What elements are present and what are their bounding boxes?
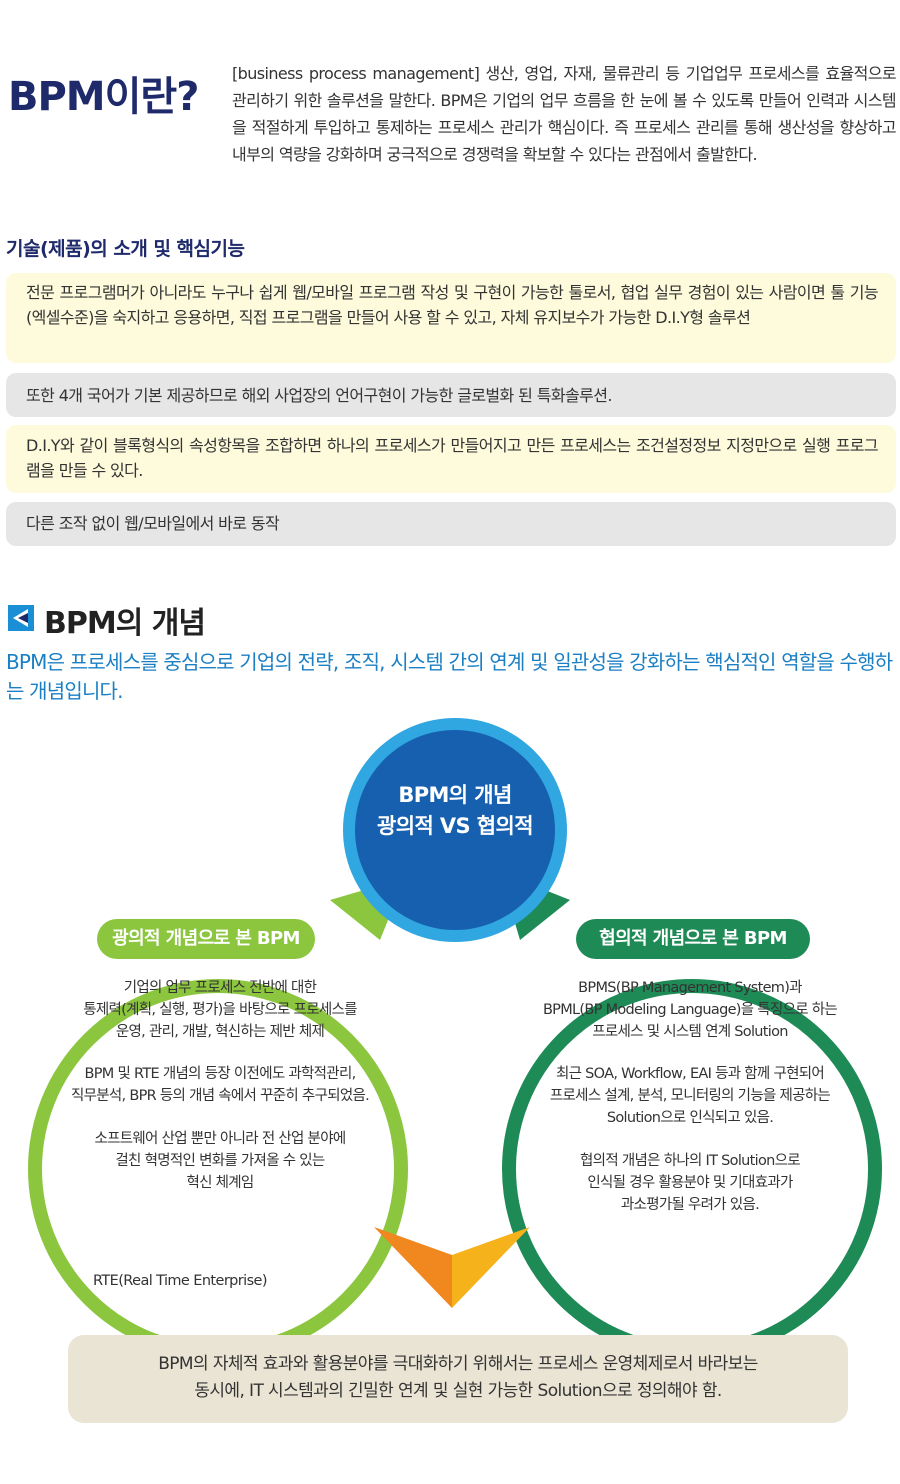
center-concept-title: BPM의 개념 광의적 VS 협의적 — [377, 783, 534, 838]
feature-item: 또한 4개 국어가 기본 제공하므로 해외 사업장의 언어구현이 가능한 글로벌… — [6, 373, 896, 417]
feature-item: 다른 조작 없이 웹/모바일에서 바로 동작 — [6, 502, 896, 546]
features-heading: 기술(제품)의 소개 및 핵심기능 — [6, 238, 245, 260]
down-arrow-icon — [374, 1227, 530, 1308]
right-concept-text-1: BPMS(BP Management System)과 BPML(BP Mode… — [542, 980, 838, 1040]
left-concept-circle — [28, 878, 408, 1340]
center-concept-circle — [343, 718, 567, 942]
feature-item: 전문 프로그램머가 아니라도 누구나 쉽게 웹/모바일 프로그램 작성 및 구현… — [6, 273, 896, 363]
right-concept-text-3: 협의적 개념은 하나의 IT Solution으로 인식될 경우 활용분야 및 … — [580, 1153, 801, 1213]
intro-paragraph: [business process management] 생산, 영업, 자재… — [232, 64, 897, 164]
page-title: BPM이란? — [8, 74, 199, 120]
left-concept-text-3: 소프트웨어 산업 뿐만 아니라 전 산업 분야에 걸친 혁명적인 변화를 가져올… — [94, 1131, 347, 1191]
left-concept-text-2: BPM 및 RTE 개념의 등장 이전에도 과학적관리, 직무분석, BPR 등… — [70, 1066, 370, 1104]
concept-subtitle: BPM은 프로세스를 중심으로 기업의 전략, 조직, 시스템 간의 연계 및 … — [6, 650, 893, 703]
section-arrow-icon — [8, 605, 34, 631]
concept-diagram — [28, 718, 882, 1340]
right-concept-title: 협의적 개념으로 본 BPM — [576, 919, 810, 959]
rte-footnote: RTE(Real Time Enterprise) — [93, 1273, 268, 1289]
left-concept-text-1: 기업의 업무 프로세스 전반에 대한 통제력(계획, 실행, 평가)을 바탕으로… — [83, 980, 357, 1040]
conclusion-box: BPM의 자체적 효과와 활용분야를 극대화하기 위해서는 프로세스 운영체제로… — [68, 1335, 848, 1423]
right-concept-text-2: 최근 SOA, Workflow, EAI 등과 함께 구현되어 프로세스 설계… — [549, 1066, 831, 1126]
concept-heading: BPM의 개념 — [44, 606, 206, 641]
left-concept-title: 광의적 개념으로 본 BPM — [97, 919, 315, 959]
feature-item: D.I.Y와 같이 블록형식의 속성항목을 조합하면 하나의 프로세스가 만들어… — [6, 425, 896, 493]
